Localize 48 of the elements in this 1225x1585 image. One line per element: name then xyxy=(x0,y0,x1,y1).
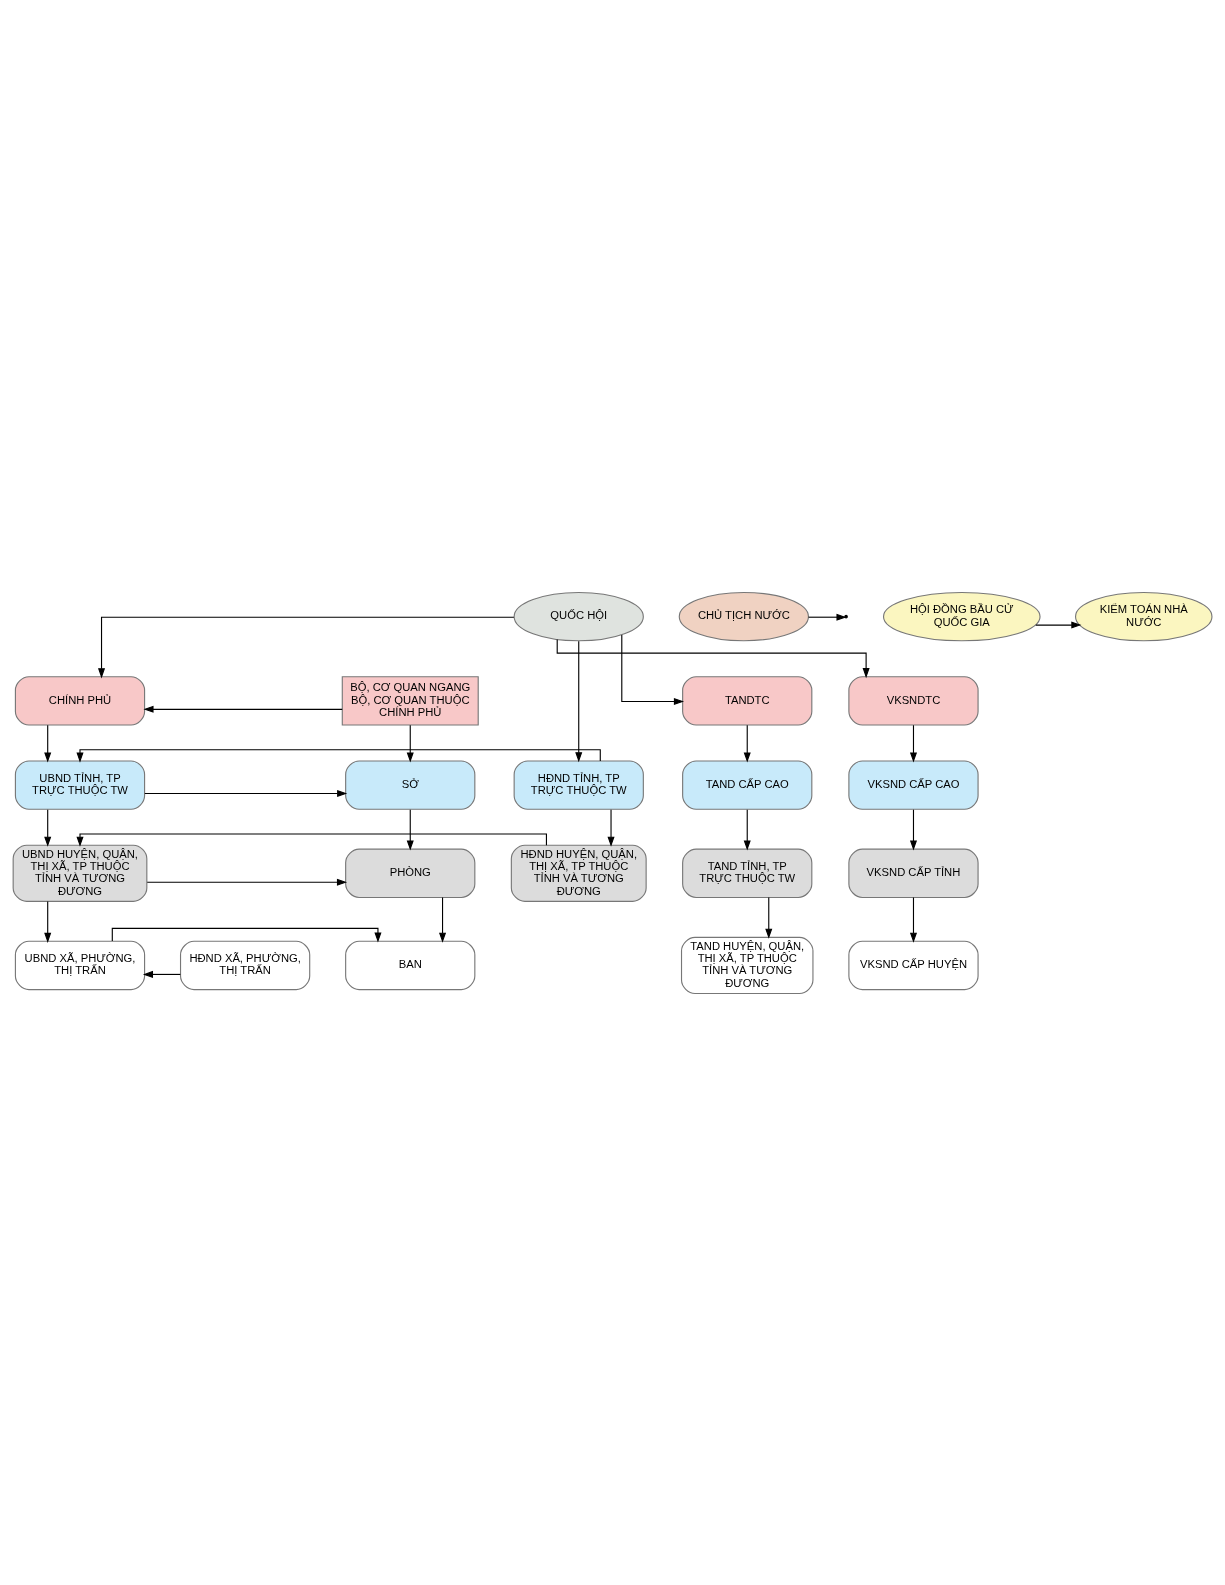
arrow xyxy=(621,634,684,705)
node-box: VKSND CẤP HUYỆN xyxy=(848,940,979,990)
node-box: VKSND CẤP CAO xyxy=(848,759,979,810)
arrow xyxy=(765,896,773,939)
arrow xyxy=(909,724,917,763)
arrow xyxy=(144,789,348,797)
node-box: BỘ, CƠ QUAN NGANG BỘ, CƠ QUAN THUỘC CHÍNH PHỦ xyxy=(341,675,479,726)
arrow xyxy=(607,808,615,847)
node-box: BAN xyxy=(345,940,476,990)
node-box: PHÒNG xyxy=(345,848,476,898)
arrow xyxy=(98,616,515,678)
node-box: VKSNDTC xyxy=(848,675,979,726)
arrow xyxy=(146,878,348,886)
node-box: TAND CẤP CAO xyxy=(682,759,813,810)
arrow xyxy=(111,927,382,943)
arrow xyxy=(142,970,181,978)
arrow xyxy=(743,808,751,851)
arrow xyxy=(406,808,414,851)
node-box: TANDTC xyxy=(682,675,813,726)
arrow xyxy=(909,808,917,851)
node-box: HĐND XÃ, PHƯỜNG, THỊ TRẤN xyxy=(179,940,311,990)
arrow xyxy=(44,808,52,847)
node-box: UBND XÃ, PHƯỜNG, THỊ TRẤN xyxy=(14,940,146,990)
arrow xyxy=(1035,621,1082,629)
arrow xyxy=(439,896,447,943)
arrow xyxy=(575,640,583,762)
node-ellipse: CHỦ TỊCH NƯỚC xyxy=(678,591,809,641)
arrow xyxy=(143,705,343,713)
node-box: TAND TỈNH, TP TRỰC THUỘC TW xyxy=(682,848,813,898)
node-box: CHÍNH PHỦ xyxy=(14,675,146,726)
arrow xyxy=(76,832,547,847)
arrow xyxy=(44,724,52,763)
node-box: HĐND HUYỆN, QUẬN, THỊ XÃ, TP THUỘC TỈNH VÀ TƯƠNG ĐƯƠNG xyxy=(510,844,647,902)
arrow xyxy=(743,724,751,763)
arrow xyxy=(909,896,917,943)
arrow xyxy=(44,900,52,943)
node-box: HĐND TỈNH, TP TRỰC THUỘC TW xyxy=(513,759,644,810)
node-ellipse: QUỐC HỘI xyxy=(513,591,644,641)
arrow xyxy=(76,748,601,763)
node-box: UBND TỈNH, TP TRỰC THUỘC TW xyxy=(14,759,146,810)
node-box: TAND HUYỆN, QUẬN, THỊ XÃ, TP THUỘC TỈNH VÀ TƯƠNG ĐƯƠNG xyxy=(680,936,814,994)
node-ellipse: KIỂM TOÁN NHÀ NƯỚC xyxy=(1075,591,1213,641)
node-box: SỞ xyxy=(345,759,476,810)
node-ellipse: HỘI ĐỒNG BẦU CỬ QUỐC GIA xyxy=(882,591,1041,641)
arrow xyxy=(556,638,870,678)
node-box: UBND HUYỆN, QUẬN, THỊ XÃ, TP THUỘC TỈNH VÀ TƯƠNG ĐƯƠNG xyxy=(12,844,148,902)
node-box: VKSND CẤP TỈNH xyxy=(848,848,979,898)
arrow xyxy=(406,724,414,763)
